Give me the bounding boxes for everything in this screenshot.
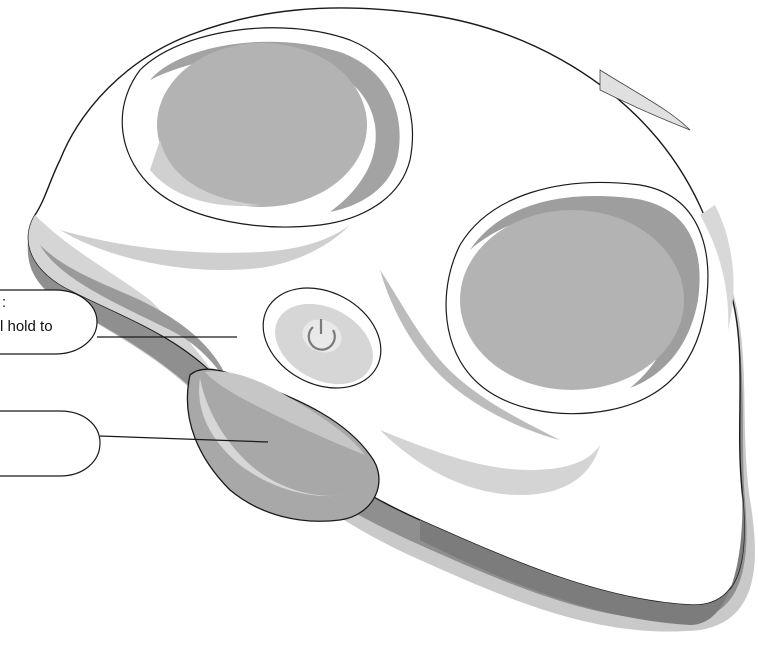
callout-power-line-1: : [2, 294, 6, 311]
callout-power-line-2: l hold to [0, 318, 53, 335]
callout-grip-bubble [0, 411, 100, 476]
right-pad [460, 210, 684, 390]
